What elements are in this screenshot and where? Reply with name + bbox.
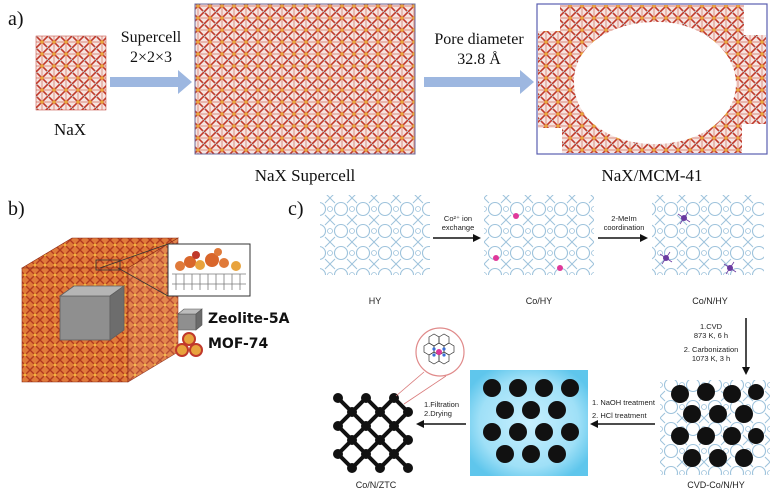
hy-framework [320, 195, 430, 275]
step-cvd-label: 1.CVD 873 K, 6 h 2. Carbonization 1073 K… [680, 322, 742, 363]
step-ion-exchange-line2: exchange [441, 223, 475, 232]
nax-unit-cell [35, 35, 107, 111]
step-etching-line2: 2. HCl treatment [592, 411, 647, 420]
nax-supercell-caption: NaX Supercell [254, 166, 356, 185]
inset-mof-particles [175, 248, 241, 271]
cohy-caption: Co/HY [525, 296, 553, 306]
legend-zeolite-label: Zeolite-5A [208, 311, 290, 327]
nax-mcm41-caption: NaX/MCM-41 [601, 166, 703, 185]
panel-label-a: a) [8, 8, 24, 30]
supercell-arrow [110, 70, 192, 94]
cvd-carbon-spheres [671, 383, 764, 467]
supercell-label: Supercell 2×2×3 [112, 28, 190, 68]
step-cvd-line1: 1.CVD [699, 322, 723, 331]
step-etching-line1: 1. NaOH treatment [592, 398, 655, 407]
step-ion-exchange-line1: Co²⁺ ion [443, 214, 473, 223]
panel-label-b: b) [8, 198, 25, 220]
legend-mof-label: MOF-74 [208, 336, 269, 352]
supercell-label-line2: 2×2×3 [129, 49, 173, 66]
supercell-label-line1: Supercell [120, 29, 182, 46]
pore-diameter-label: Pore diameter 32.8 Å [424, 30, 534, 70]
pore-diameter-arrow [424, 70, 534, 94]
nax-caption: NaX [53, 120, 87, 139]
step-carbonization-line2: 1073 K, 3 h [691, 354, 731, 363]
step-filtration-label: 1.Filtration 2.Drying [424, 400, 468, 418]
step-coordination-line1: 2-MeIm [611, 214, 637, 223]
conhy-framework [652, 195, 764, 275]
inset-zeolite-layer [172, 273, 246, 290]
step-cvd-line2: 873 K, 6 h [693, 331, 729, 340]
cvd-caption: CVD-Co/N/HY [687, 480, 745, 490]
pore-diameter-line1: Pore diameter [434, 31, 524, 48]
ztc-carbon-nodes [333, 393, 413, 473]
step-carbonization-line1: 2. Carbonization [683, 345, 739, 354]
conhy-caption: Co/N/HY [692, 296, 728, 306]
step-etching-label: 1. NaOH treatment 2. HCl treatment [592, 398, 662, 420]
pore-diameter-line2: 32.8 Å [457, 51, 501, 68]
mof-legend-icon [175, 332, 203, 357]
step-filtration-line1: 1.Filtration [424, 400, 460, 409]
zeolite-legend-icon [177, 308, 203, 331]
cohy-framework [484, 195, 594, 275]
nax-supercell [194, 3, 416, 155]
panel-label-c: c) [288, 198, 304, 220]
etched-carbon-spheres [483, 379, 579, 463]
zeolite-core [59, 295, 111, 341]
hy-caption: HY [368, 296, 382, 306]
step-ion-exchange-label: Co²⁺ ion exchange [434, 214, 482, 232]
ztc-caption: Co/N/ZTC [355, 480, 397, 490]
step-coordination-label: 2-MeIm coordination [596, 214, 652, 232]
step-filtration-line2: 2.Drying [424, 409, 452, 418]
step-coordination-line2: coordination [603, 223, 645, 232]
